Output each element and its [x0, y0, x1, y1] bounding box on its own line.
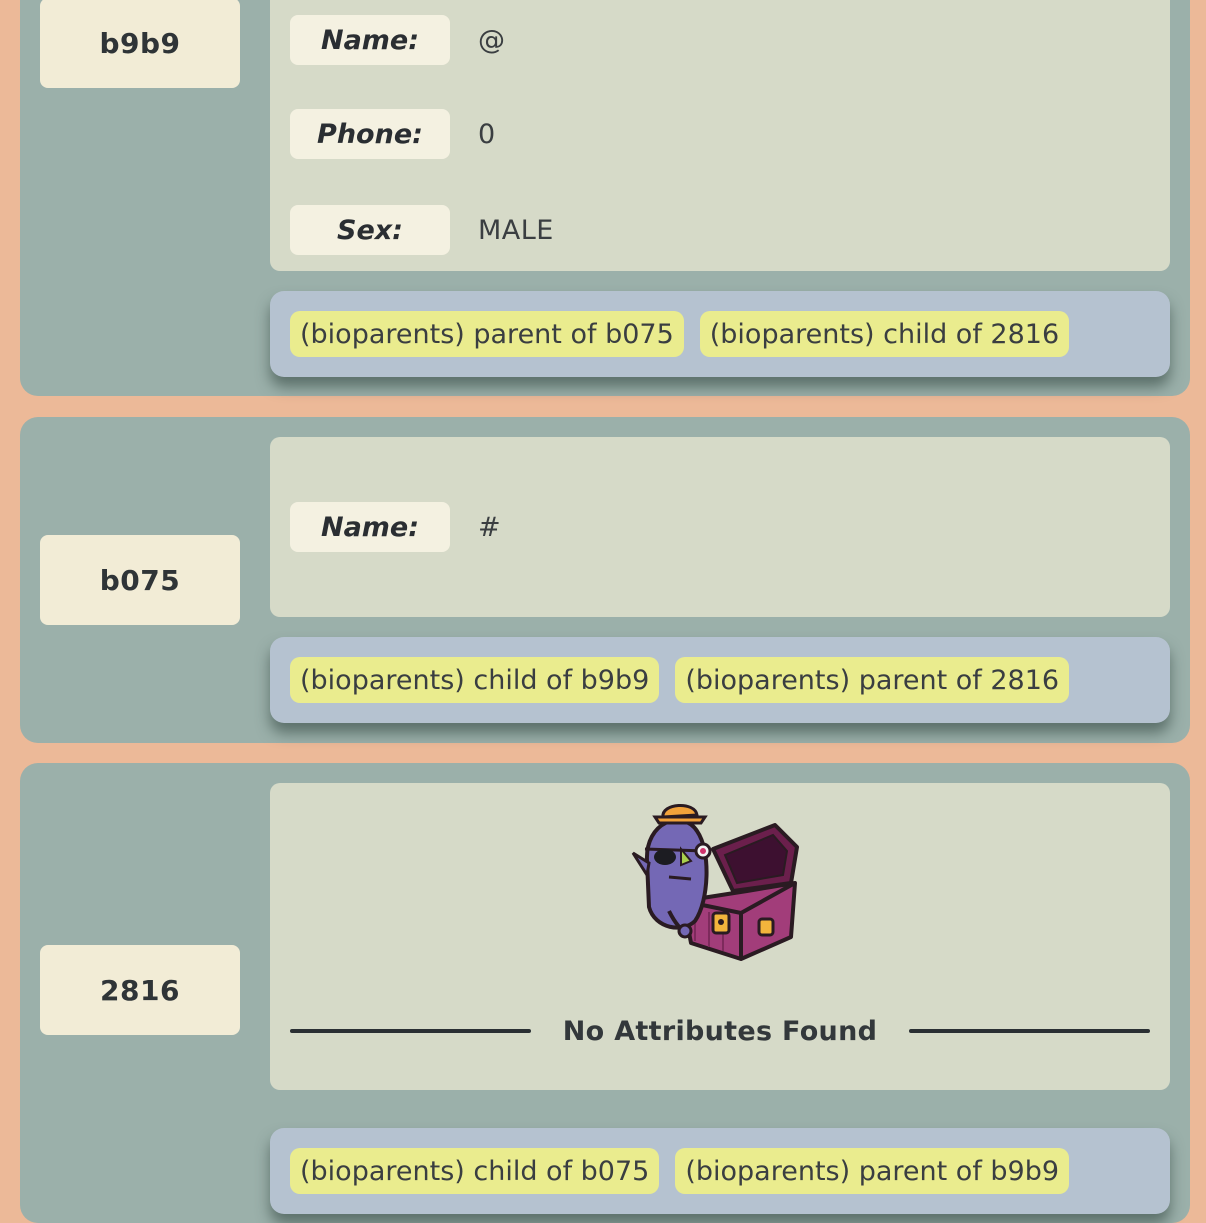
- attribute-value: @: [478, 24, 506, 56]
- relations-panel: (bioparents) child of b075 (bioparents) …: [270, 1128, 1170, 1214]
- record-id-badge[interactable]: b9b9: [40, 0, 240, 88]
- relation-tag[interactable]: (bioparents) child of b075: [290, 1148, 660, 1194]
- attribute-label: Phone:: [290, 109, 450, 159]
- relation-tag[interactable]: (bioparents) parent of 2816: [675, 657, 1070, 703]
- divider-line: [290, 1029, 531, 1033]
- pirate-treasure-chest-illustration: [631, 804, 799, 961]
- attribute-label: Name:: [290, 502, 450, 552]
- record-card: b9b9 Name: @ Phone: 0 Sex: MALE (biopare…: [20, 0, 1190, 396]
- relations-panel: (bioparents) parent of b075 (bioparents)…: [270, 291, 1170, 377]
- relation-tag[interactable]: (bioparents) parent of b9b9: [675, 1148, 1070, 1194]
- attribute-value: MALE: [478, 214, 554, 246]
- relation-tag[interactable]: (bioparents) child of 2816: [699, 311, 1070, 357]
- relation-tag[interactable]: (bioparents) child of b9b9: [290, 657, 660, 703]
- relation-tag[interactable]: (bioparents) parent of b075: [290, 311, 684, 357]
- attribute-row: Name: #: [290, 502, 501, 552]
- attribute-row: Sex: MALE: [290, 205, 554, 255]
- attributes-panel: Name: #: [270, 437, 1170, 617]
- divider-line: [909, 1029, 1150, 1033]
- attribute-label: Sex:: [290, 205, 450, 255]
- attributes-panel: No Attributes Found: [270, 783, 1170, 1090]
- attribute-value: #: [478, 511, 502, 543]
- relations-panel: (bioparents) child of b9b9 (bioparents) …: [270, 637, 1170, 723]
- attribute-row: Name: @: [290, 15, 506, 65]
- attribute-value: 0: [478, 118, 496, 150]
- attributes-panel: Name: @ Phone: 0 Sex: MALE: [270, 0, 1170, 271]
- record-id-badge[interactable]: 2816: [40, 945, 240, 1035]
- attribute-label: Name:: [290, 15, 450, 65]
- record-card: b075 Name: # (bioparents) child of b9b9 …: [20, 417, 1190, 743]
- attribute-row: Phone: 0: [290, 109, 496, 159]
- record-card: 2816: [20, 763, 1190, 1223]
- record-id-badge[interactable]: b075: [40, 535, 240, 625]
- empty-state-text: No Attributes Found: [562, 1015, 878, 1047]
- empty-state: No Attributes Found: [290, 1011, 1150, 1051]
